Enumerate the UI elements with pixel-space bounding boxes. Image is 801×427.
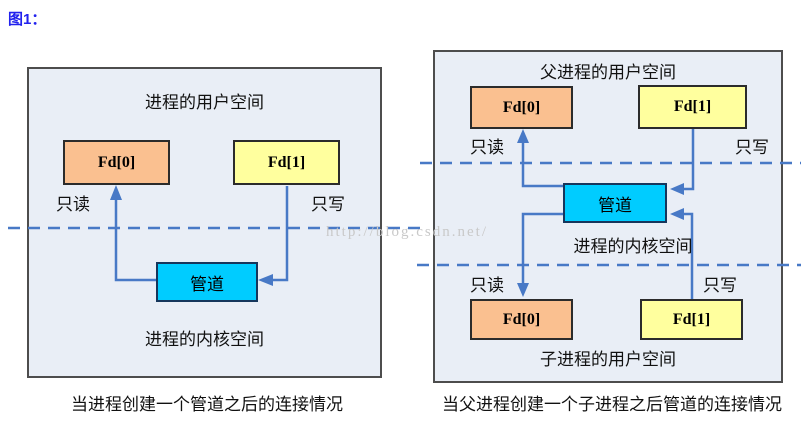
parent-user-space-title: 父进程的用户空间 [540, 63, 676, 82]
left-fd1-box: Fd[1] [233, 140, 340, 185]
parent-read-only-label: 只读 [470, 138, 504, 157]
right-diagram-caption: 当父进程创建一个子进程之后管道的连接情况 [442, 395, 782, 414]
child-write-only-label: 只写 [703, 276, 737, 295]
child-read-only-label: 只读 [470, 276, 504, 295]
child-user-space-title: 子进程的用户空间 [540, 350, 676, 369]
left-kernel-space-label: 进程的内核空间 [145, 330, 264, 349]
parent-fd0-box: Fd[0] [470, 86, 573, 129]
left-user-space-title: 进程的用户空间 [145, 93, 264, 112]
child-fd0-box: Fd[0] [470, 299, 573, 340]
watermark: http://blog.csdn.net/ [326, 224, 488, 240]
left-pipe-box: 管道 [156, 262, 258, 302]
right-pipe-box: 管道 [563, 183, 667, 223]
left-read-only-label: 只读 [56, 195, 90, 214]
parent-write-only-label: 只写 [735, 138, 769, 157]
figure-label: 图1： [8, 11, 47, 28]
child-fd1-box: Fd[1] [640, 299, 743, 340]
left-diagram-caption: 当进程创建一个管道之后的连接情况 [71, 395, 343, 414]
left-fd0-box: Fd[0] [63, 140, 170, 185]
parent-fd1-box: Fd[1] [638, 85, 747, 129]
right-kernel-space-label: 进程的内核空间 [573, 237, 693, 256]
left-process-space-panel [27, 67, 382, 378]
left-write-only-label: 只写 [311, 195, 345, 214]
